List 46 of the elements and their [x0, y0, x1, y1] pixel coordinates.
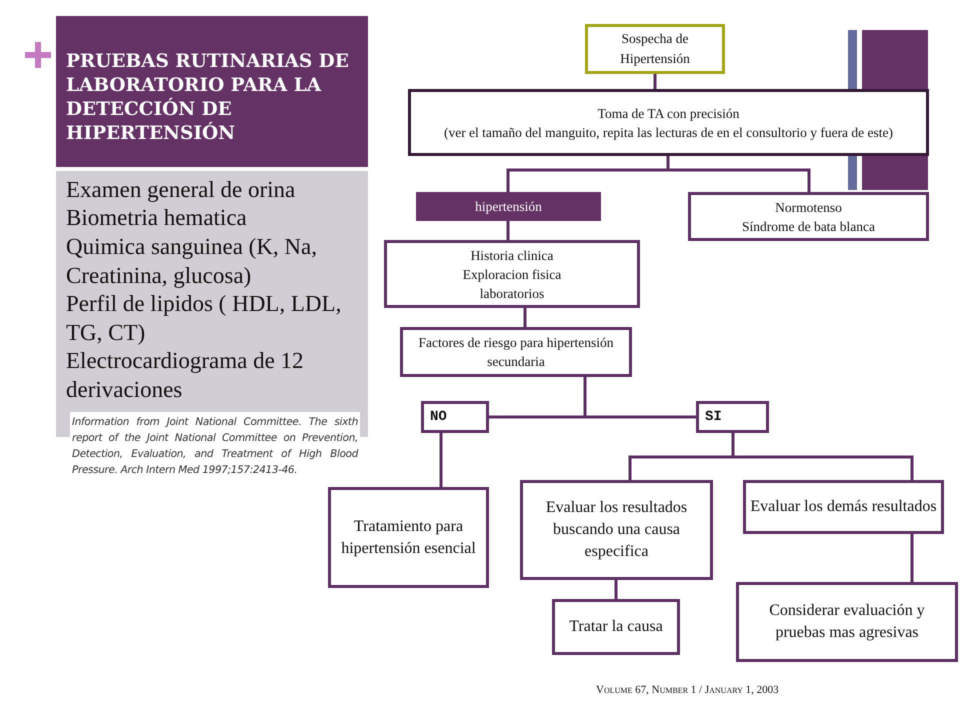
- process-box: [696, 401, 769, 433]
- node-text: NO: [430, 408, 447, 426]
- process-box: [736, 582, 958, 662]
- list-item: Examen general de orina: [66, 176, 296, 204]
- connector-line: [614, 580, 618, 599]
- node-text: Toma de TA con precisión: [598, 104, 740, 122]
- node-text: Síndrome de bata blanca: [742, 218, 876, 236]
- node-text: Factores de riesgo para hipertensión secundaria: [418, 334, 614, 371]
- process-box: [520, 480, 713, 580]
- node-text: Sospecha de Hipertensión: [619, 30, 691, 68]
- node-text: Normotenso: [775, 198, 842, 216]
- connector-line: [654, 74, 656, 89]
- process-box: [421, 401, 489, 433]
- process-box: [743, 480, 944, 534]
- connector-line: [910, 534, 914, 582]
- footer-text: Volume 67, Number 1 / January 1, 2003: [596, 684, 779, 696]
- node-text: Considerar evaluación y pruebas mas agresivas: [768, 601, 926, 643]
- list-item: Electrocardiograma de 12 derivaciones: [66, 347, 305, 404]
- connector-line: [666, 156, 810, 192]
- connector-line: [524, 308, 526, 327]
- node-text: Tratamiento para hipertensión esencial: [340, 516, 477, 558]
- node-text: hipertensión: [475, 198, 542, 216]
- node-text: Evaluar los demás resultados: [750, 497, 937, 517]
- node-text: laboratorios: [480, 284, 544, 302]
- process-box: [688, 192, 929, 241]
- highlighted-process-box: [416, 192, 601, 221]
- node-text: Historia clinica: [470, 246, 554, 264]
- title-banner: PRUEBAS RUTINARIAS DE LABORATORIO PARA LA DETECCIÓN DE HIPERTENSIÓN: [56, 16, 368, 167]
- connector-line: [440, 433, 442, 487]
- node-text: Exploracion fisica: [462, 266, 562, 284]
- process-box: [552, 599, 680, 655]
- process-box: [408, 89, 929, 156]
- list-item: Quimica sanguinea (K, Na, Creatinina, glucosa): [66, 233, 318, 290]
- list-item: Perfil de lipidos ( HDL, LDL, TG, CT): [66, 290, 342, 347]
- connector-line: [732, 433, 914, 480]
- connector-line: [584, 377, 696, 418]
- process-box: [585, 24, 725, 74]
- connector-line: [506, 221, 510, 240]
- node-text: Tratar la causa: [569, 617, 663, 637]
- node-text: SI: [705, 408, 722, 426]
- process-box: [328, 487, 489, 588]
- process-box: [384, 240, 640, 308]
- node-text: Evaluar los resultados buscando una causa especifica: [544, 498, 688, 562]
- process-box: [400, 327, 632, 377]
- node-text: (ver el tamaño del manguito, repita las lecturas de en el consultorio y fuera de este): [444, 124, 894, 142]
- list-item: Biometria hematica: [66, 204, 248, 232]
